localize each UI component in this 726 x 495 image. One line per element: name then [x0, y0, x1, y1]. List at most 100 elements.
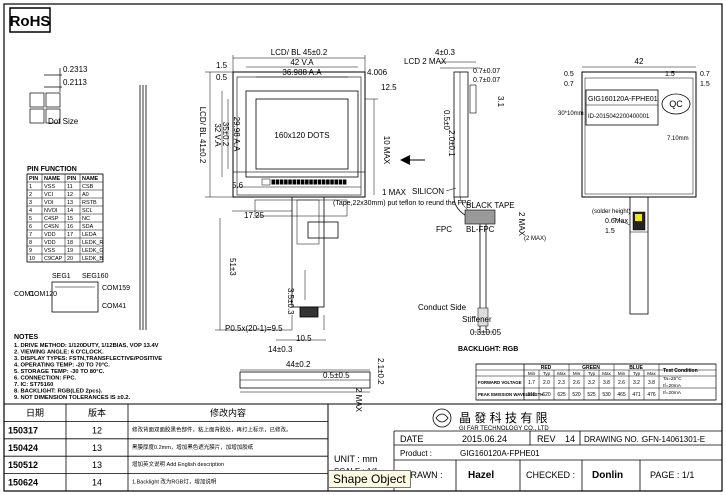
backlight-subheader: Max	[557, 371, 566, 376]
segment-mark	[330, 179, 334, 185]
pin-table-cell: 11	[67, 184, 73, 190]
dim-pitch: P0.5x(20-1)=9.5	[225, 324, 283, 333]
segment-mark	[279, 179, 284, 185]
backlight-value: 2.3	[558, 380, 565, 386]
rev-label: REV	[537, 434, 556, 444]
revision-header: 版本	[88, 407, 106, 418]
pin-table-cell: 16	[67, 224, 73, 230]
pin-table-cell: 14	[67, 208, 73, 214]
dim-3.1: 3.1	[496, 96, 505, 108]
seg1-label: SEG1	[52, 273, 71, 280]
backlight-group: GREEN	[582, 365, 600, 371]
revision-number: 13	[92, 443, 102, 453]
pin-table-cell: 10	[29, 256, 35, 262]
segment-mark	[275, 179, 280, 185]
pin-table-cell: VCI	[44, 192, 54, 198]
display-area-text: 160x120 DOTS	[274, 131, 329, 140]
dot-size-detail	[29, 68, 62, 124]
dim-2-max: 2 MAX	[354, 388, 363, 413]
fpc-note: (2 MAX)	[524, 236, 546, 242]
dim-12.5: 12.5	[381, 83, 397, 92]
pin-table-cell: NVOI	[44, 208, 58, 214]
dim-lcd-2-max: LCD 2 MAX	[404, 57, 447, 66]
pin-table-cell: RSTB	[82, 200, 97, 206]
backlight-value: 530	[602, 392, 611, 398]
revision-description: 增加英文说明 Add English description	[132, 460, 224, 468]
dim-0.2113: 0.2113	[63, 78, 87, 87]
pin-table-cell: 8	[29, 240, 32, 246]
backlight-value: 625	[557, 392, 566, 398]
pin-table-cell: 19	[67, 248, 73, 254]
pin-table-cell: SDA	[82, 224, 94, 230]
backlight-value: 620	[542, 392, 551, 398]
pin-table-cell: VDD	[44, 240, 56, 246]
dim-1-max: 1 MAX	[382, 188, 407, 197]
dim-10-max: 10 MAX	[382, 136, 391, 165]
backlight-subheader: Typ	[543, 371, 551, 376]
backlight-value: 476	[647, 392, 656, 398]
pin-table-cell: 13	[67, 200, 73, 206]
rear-label-model: GIG160120A-FPHE01	[588, 96, 658, 103]
stiffener-label: Stiffener	[462, 315, 492, 324]
dim-14: 14±0.3	[268, 345, 293, 354]
note-line: 3. DISPLAY TYPES: FSTN,TRANSFLECTIVE/POS…	[14, 356, 162, 362]
pin-table-cell: VSS	[44, 248, 55, 254]
backlight-value: 3.8	[648, 380, 655, 386]
title-block	[327, 403, 723, 492]
dim-0.5-rear: 0.5	[564, 71, 574, 78]
qc-mark: QC	[669, 99, 683, 109]
seg-com-diagram: SEG1 SEG160 COM1 COM120 COM159 COM41	[14, 273, 130, 313]
backlight-value: 2.6	[618, 380, 625, 386]
backlight-row-label: PEAK EMISSION WAVELENGTH	[478, 392, 543, 397]
backlight-value: 3.8	[603, 380, 610, 386]
dim-2-max-side: 2 MAX	[517, 212, 526, 237]
dim-0.5-bottom: 0.5±0.5	[323, 371, 350, 380]
com120-label: COM120	[29, 291, 57, 298]
pin-table-cell: 15	[67, 216, 73, 222]
pin-table-cell: C4SP	[44, 216, 59, 222]
segment-mark	[288, 179, 292, 185]
dot-size-label: Dot Size	[48, 117, 79, 126]
backlight-value: 2.0	[543, 380, 550, 386]
pin-table-cell: LEDK_B	[82, 256, 103, 262]
dim-42-rear: 42	[635, 57, 644, 66]
dim-0.3: 0.3±0.05	[470, 328, 502, 337]
backlight-cond-line: If=20mA	[663, 390, 682, 396]
drawing-no-label: DRAWING NO. :	[584, 435, 643, 444]
note-line: 1. DRIVE METHOD: 1/120DUTY, 1/12BIAS, VO…	[14, 343, 159, 349]
dim-aa-height: 29.98 A.A	[232, 117, 241, 152]
revision-description: 黑膜厚度0.2mm，增加黑色遮光膜片，加增加胶纸	[132, 443, 254, 451]
dim-1.5-rear: 1.5	[665, 71, 675, 78]
dim-1.5-rear-c: 1.5	[605, 228, 615, 235]
shape-object-tooltip[interactable]: Shape Object	[328, 470, 411, 488]
segment-mark	[326, 179, 330, 185]
revision-number: 14	[92, 478, 102, 488]
backlight-subheader: Max	[647, 371, 656, 376]
pin-table-cell: LEDK_R	[82, 240, 103, 246]
drawn-label: DRAWN :	[404, 470, 443, 480]
com41-label: COM41	[102, 303, 126, 310]
backlight-group: RED	[541, 365, 552, 371]
dim-5.6: 5.6	[232, 181, 244, 190]
backlight-value: 3.2	[588, 380, 595, 386]
pin-table-cell: 20	[67, 256, 73, 262]
pin-table-cell: VDD	[44, 232, 56, 238]
drawn-value: Hazel	[468, 470, 494, 481]
backlight-value: 615	[527, 392, 536, 398]
revision-number: 12	[92, 425, 102, 435]
dim-4: 4±0.3	[435, 48, 456, 57]
backlight-value: 520	[572, 392, 581, 398]
dim-17.25: 17.25	[244, 211, 265, 220]
company-name-en: GI FAR TECHNOLOGY CO., LTD	[459, 426, 549, 432]
segment-mark	[305, 179, 309, 185]
dim-lcd-bl-height: LCD/ BL 41±0.2	[198, 107, 207, 164]
rohs-badge: RoHS	[9, 7, 51, 33]
backlight-subheader: Typ	[633, 371, 641, 376]
company-name-cn: 晶 發 科 技 有 限	[459, 410, 548, 425]
pin-table-cell: 2	[29, 192, 32, 198]
dim-va-width: 42 V.A	[290, 58, 314, 67]
revision-header: 日期	[26, 408, 44, 418]
dim-3.5: 3.5±0.3	[286, 288, 295, 315]
segment-mark	[300, 179, 305, 185]
